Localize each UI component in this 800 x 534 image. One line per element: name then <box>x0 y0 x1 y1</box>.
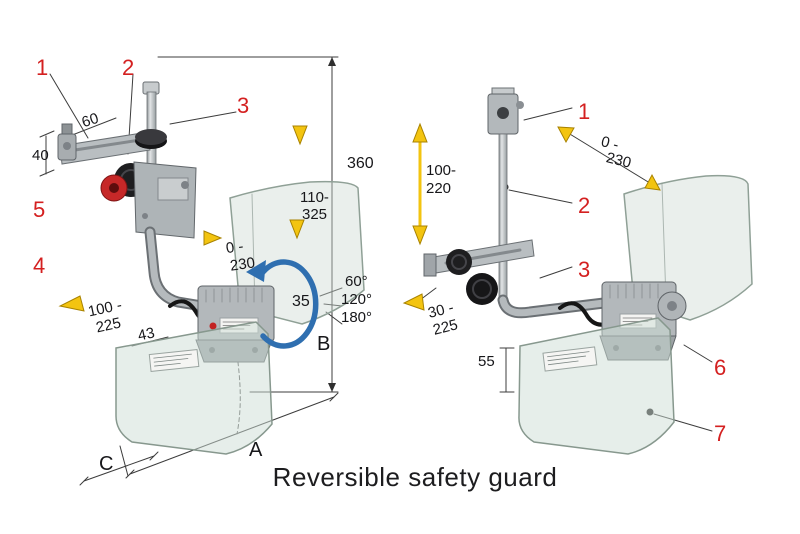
dim-100-220-line2: 220 <box>426 180 452 197</box>
red-indicator-icon <box>209 322 217 330</box>
callout-1-right: 1 <box>578 99 591 124</box>
right-assembly <box>402 87 753 455</box>
dim-40: 40 <box>32 147 49 164</box>
rotation-arrow-icon <box>246 259 319 349</box>
callout-3-right: 3 <box>578 257 591 282</box>
arrow-left-icon <box>58 295 85 312</box>
dim-110-325-line1: 110- <box>300 189 329 206</box>
callout-1-left: 1 <box>36 55 49 80</box>
dim-letter-A: A <box>249 439 263 461</box>
right-yellow-arrows <box>402 122 661 311</box>
left-assembly <box>39 56 365 486</box>
callout-5-left: 5 <box>33 197 46 222</box>
arrow-up-left-icon <box>557 126 575 144</box>
dim-360: 360 <box>347 155 374 172</box>
angle-60: 60° <box>345 273 368 290</box>
dim-0-230-line2: 230 <box>228 254 257 275</box>
arrow-left-icon <box>402 293 425 311</box>
dim-35: 35 <box>292 293 310 310</box>
dim-43: 43 <box>136 324 157 345</box>
left-screen-label <box>148 348 200 373</box>
angle-180: 180° <box>341 309 373 326</box>
left-yellow-arrows <box>58 125 308 312</box>
diagram-title: Reversible safety guard <box>272 462 558 492</box>
dim-100-220-line1: 100- <box>426 162 457 179</box>
right-upper-screen-fold <box>661 183 667 301</box>
callout-6-right: 6 <box>714 355 727 380</box>
dim-letter-B: B <box>317 333 331 355</box>
lobed-knob-icon <box>446 249 472 275</box>
arrow-down-icon <box>289 219 305 240</box>
arrow-down-right-icon <box>644 173 661 191</box>
arrow-up-icon <box>412 122 428 143</box>
dim-letter-C: C <box>99 453 114 475</box>
callout-2-left: 2 <box>122 55 135 80</box>
bolt-icon <box>63 142 71 150</box>
callout-3-left: 3 <box>237 93 250 118</box>
callout-2-right: 2 <box>578 193 591 218</box>
right-lower-screen <box>518 317 675 455</box>
arrow-down-icon <box>412 225 428 246</box>
dim-0-230-line1: 0 - <box>224 237 245 258</box>
left-dim-arrowheads <box>328 57 336 392</box>
lobed-knob-icon <box>466 273 498 305</box>
dim-55: 55 <box>478 353 495 370</box>
right-screen-label <box>542 346 598 372</box>
arrow-down-icon <box>292 125 308 146</box>
dim-110-325-line2: 325 <box>302 206 328 223</box>
arrow-right-icon <box>203 230 223 246</box>
callout-7-right: 7 <box>714 421 727 446</box>
callout-4-left: 4 <box>33 253 46 278</box>
angle-120: 120° <box>341 291 373 308</box>
right-column-assembly <box>423 87 610 319</box>
